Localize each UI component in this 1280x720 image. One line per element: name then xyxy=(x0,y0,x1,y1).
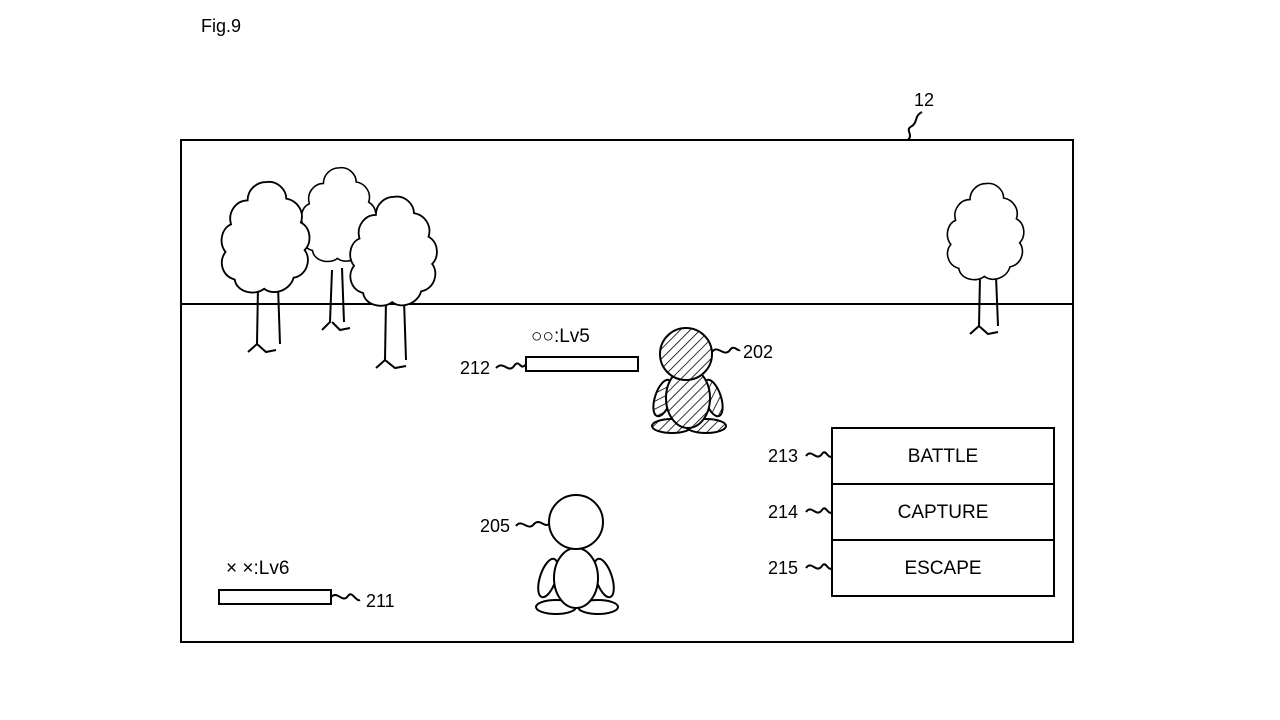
escape-reference: 215 xyxy=(768,558,798,578)
battle-reference: 213 xyxy=(768,446,798,466)
enemy-bar-reference: 212 xyxy=(460,358,490,378)
battle-button-label: BATTLE xyxy=(908,446,978,467)
game-screen: ○○:Lv5 212 202 205 × ×:Lv6 2 xyxy=(181,140,1073,642)
capture-button[interactable]: CAPTURE xyxy=(832,484,1054,540)
escape-button[interactable]: ESCAPE xyxy=(832,540,1054,596)
screen-reference-leader xyxy=(908,112,922,140)
enemy-health-bar xyxy=(526,357,638,371)
enemy-name-level: ○○:Lv5 xyxy=(531,326,590,347)
player-character-reference: 205 xyxy=(480,516,510,536)
figure-label: Fig.9 xyxy=(201,16,241,36)
capture-button-label: CAPTURE xyxy=(898,502,989,523)
capture-reference: 214 xyxy=(768,502,798,522)
command-menu: BATTLE CAPTURE ESCAPE xyxy=(832,428,1054,596)
screen-reference: 12 xyxy=(914,90,934,110)
battle-button[interactable]: BATTLE xyxy=(832,428,1054,484)
escape-button-label: ESCAPE xyxy=(904,558,981,579)
player-health-bar xyxy=(219,590,331,604)
player-bar-reference: 211 xyxy=(366,591,395,611)
player-name-level: × ×:Lv6 xyxy=(226,558,289,579)
enemy-character-reference: 202 xyxy=(743,342,773,362)
